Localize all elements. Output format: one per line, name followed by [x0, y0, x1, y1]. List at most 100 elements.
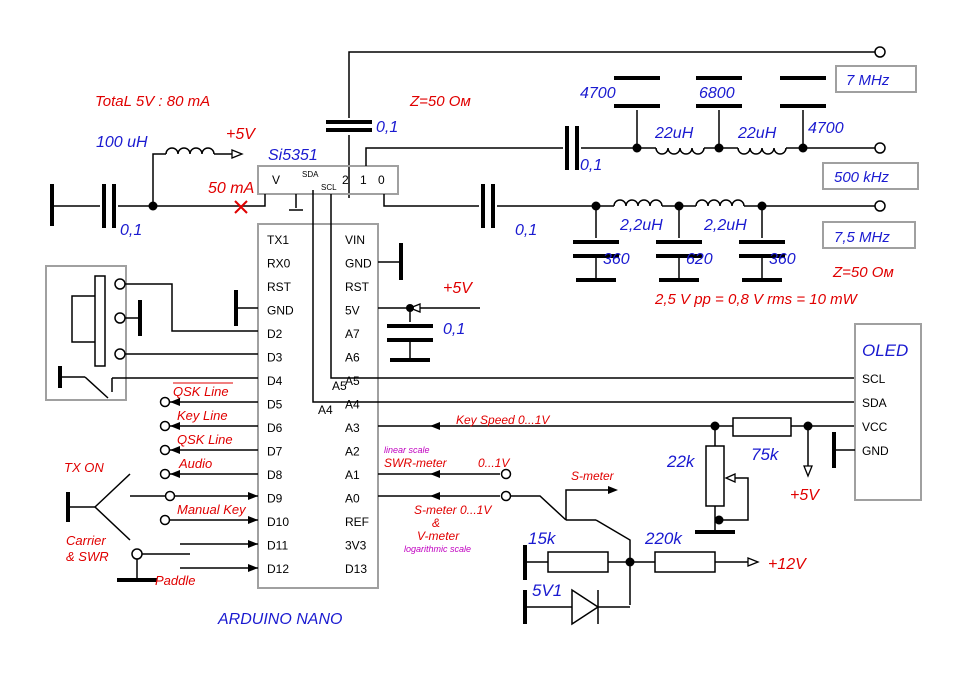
- arduino-pin-d7: D7: [267, 445, 283, 459]
- linear-scale-label: linear scale: [384, 445, 430, 455]
- arduino-pin-d8: D8: [267, 468, 283, 482]
- tx-on-label: TX ON: [64, 460, 104, 475]
- arduino-pin-r-3v3: 3V3: [345, 539, 367, 553]
- plus12-label: +12V: [768, 556, 807, 573]
- r75k-label: 75k: [751, 445, 780, 464]
- arduino-pin-d9: D9: [267, 492, 283, 506]
- si5351-title: Si5351: [268, 147, 318, 164]
- l-22uh-b-label: 22uH: [737, 125, 777, 142]
- c-4700-b-label: 4700: [808, 120, 844, 137]
- arduino-pin-r-a6: A6: [345, 351, 360, 365]
- key-section: [45, 265, 258, 401]
- audio-label: Audio: [178, 456, 212, 471]
- arduino-plus5-label: +5V: [443, 280, 473, 297]
- qsk-line-label-2: QSK Line: [177, 432, 233, 447]
- arduino-pin-d5: D5: [267, 398, 283, 412]
- arduino-a5-ext: A5: [332, 379, 347, 393]
- cap-top-label: 0,1: [376, 119, 398, 136]
- output-75mhz-box: [822, 221, 916, 249]
- l-22uh-small-a-label: 2,2uH: [619, 217, 663, 234]
- signal-arrows: [170, 398, 618, 572]
- arduino-pin-r-gnd: GND: [345, 257, 372, 271]
- qsk-line-label-1: QSK Line: [173, 384, 229, 399]
- amp-label: &: [432, 516, 440, 530]
- l-22uh-small-b-label: 2,2uH: [703, 217, 747, 234]
- key-speed-label: Key Speed 0...1V: [456, 413, 550, 427]
- oled-pin-sda: SDA: [862, 396, 887, 410]
- swr-label: & SWR: [66, 549, 109, 564]
- arduino-pin-d10: D10: [267, 515, 289, 529]
- si5351-pin-0: 0: [378, 173, 385, 187]
- output-7mhz-label: 7 MHz: [846, 72, 890, 89]
- arduino-pin-d12: D12: [267, 562, 289, 576]
- c-620-label: 620: [686, 251, 713, 268]
- arduino-pin-d2: D2: [267, 327, 283, 341]
- arduino-pin-d6: D6: [267, 421, 283, 435]
- arduino-pin-r-a1: A1: [345, 468, 360, 482]
- z-top-label: Z=50 Ом: [409, 93, 471, 110]
- arduino-pin-r-d13: D13: [345, 562, 367, 576]
- si5351-pin-scl: SCL: [321, 183, 337, 192]
- si5351-module: Si5351 V SDA SCL 2 1 0: [257, 147, 399, 211]
- power-line-label: 2,5 V pp = 0,8 V rms = 10 mW: [654, 291, 859, 308]
- top-rail: [326, 46, 886, 198]
- key-line-label: Key Line: [177, 408, 228, 423]
- c-360-b-label: 360: [769, 251, 796, 268]
- arduino-pin-r-a2: A2: [345, 445, 360, 459]
- si5351-pin-sda: SDA: [302, 170, 319, 179]
- arduino-pin-r-a4: A4: [345, 398, 360, 412]
- arduino-pin-d3: D3: [267, 351, 283, 365]
- arduino-cap-label: 0,1: [443, 321, 465, 338]
- s-meter-top-label: S-meter: [571, 469, 615, 483]
- oled-title: OLED: [862, 341, 908, 360]
- r220k-label: 220k: [644, 529, 683, 548]
- pot-plus5-label: +5V: [790, 487, 820, 504]
- si5351-pin-v: V: [272, 173, 280, 187]
- filter-75mhz: 0,1 2,2uH 2,2uH 360 620 360 7,5 MHz Z=50…: [383, 184, 916, 308]
- swr-meter-label: SWR-meter: [384, 456, 448, 470]
- cap-left-label: 0,1: [120, 222, 142, 239]
- c-4700-a-label: 4700: [580, 85, 616, 102]
- arduino-pin-tx1: TX1: [267, 233, 289, 247]
- cap-7mhz-label: 0,1: [580, 157, 602, 174]
- inductor-100uh-label: 100 uH: [96, 134, 148, 151]
- oled-pin-gnd: GND: [862, 444, 889, 458]
- arduino-pin-rx0: RX0: [267, 257, 291, 271]
- z-right-label: Z=50 Ом: [832, 264, 894, 281]
- swr-range-label: 0...1V: [478, 456, 510, 470]
- arduino-pin-r-ref: REF: [345, 515, 369, 529]
- arduino-pin-gnd: GND: [267, 304, 294, 318]
- supply-plus5-label: +5V: [226, 126, 256, 143]
- l-22uh-a-label: 22uH: [654, 125, 694, 142]
- c-360-a-label: 360: [603, 251, 630, 268]
- v-meter-label: V-meter: [417, 529, 460, 543]
- arduino-pin-d4: D4: [267, 374, 283, 388]
- output-500khz-label: 500 kHz: [834, 169, 890, 186]
- arduino-pin-r-a5: A5: [345, 374, 360, 388]
- arduino-title: ARDUINO NANO: [217, 611, 342, 628]
- arduino-pin-r-5v: 5V: [345, 304, 360, 318]
- paddle-label: Paddle: [155, 573, 195, 588]
- supply-section: TotaL 5V : 80 mA 100 uH +5V 50 mA 0,1 0,…: [50, 93, 471, 239]
- s-meter-range-label: S-meter 0...1V: [414, 503, 492, 517]
- log-scale-label: logarithmic scale: [404, 544, 471, 554]
- output-500khz-box: [822, 162, 919, 190]
- component-section: 22k 75k +5V 15k 220k +12V 5V1: [523, 417, 855, 626]
- carrier-label: Carrier: [66, 533, 106, 548]
- c-6800-label: 6800: [699, 85, 735, 102]
- oled-pin-vcc: VCC: [862, 420, 888, 434]
- arduino-pin-rst: RST: [267, 280, 292, 294]
- arduino-pin-r-vin: VIN: [345, 233, 365, 247]
- arduino-pin-r-a0: A0: [345, 492, 360, 506]
- arduino-pin-r-a7: A7: [345, 327, 360, 341]
- manual-key-label: Manual Key: [177, 502, 247, 517]
- arduino-pin-r-rst: RST: [345, 280, 370, 294]
- oled-module: OLED SCL SDA VCC GND: [832, 323, 922, 501]
- si5351-pin-2: 2: [342, 173, 349, 187]
- filter-7mhz: 4700 6800 4700 22uH 22uH 0,1 7 MHz 500 k…: [365, 65, 919, 190]
- signal-lines: QSK Line Key Line QSK Line Audio Manual …: [64, 382, 258, 588]
